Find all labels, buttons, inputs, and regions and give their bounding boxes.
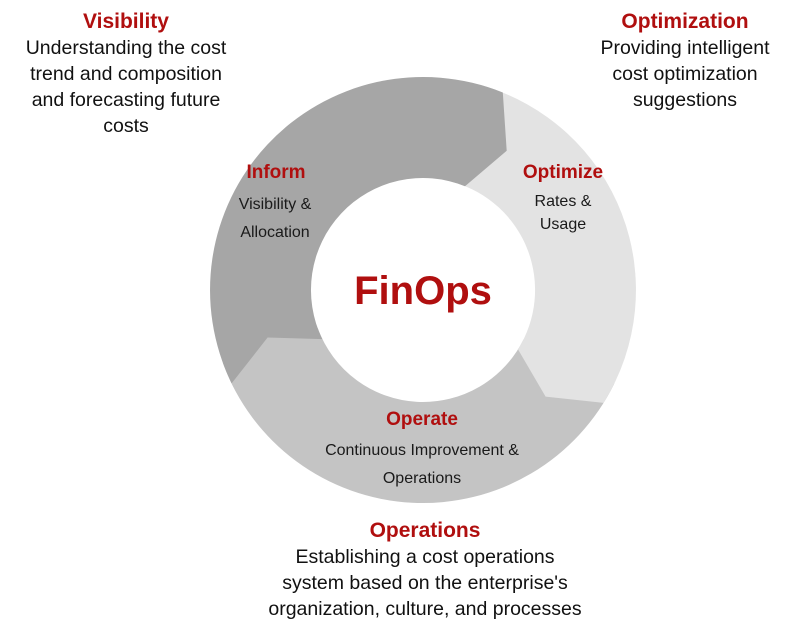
operations-title: Operations bbox=[369, 519, 481, 542]
visibility-line-1: Understanding the cost bbox=[25, 37, 227, 59]
optimization-callout: Optimization Providing intelligent cost … bbox=[560, 9, 810, 113]
optimization-line-1: Providing intelligent bbox=[600, 37, 770, 59]
optimization-line-2: cost optimization bbox=[612, 63, 758, 85]
operations-callout: Operations Establishing a cost operation… bbox=[225, 518, 625, 622]
visibility-line-3: and forecasting future bbox=[31, 89, 221, 111]
optimize-segment bbox=[453, 85, 636, 403]
operations-line-1: Establishing a cost operations bbox=[295, 546, 555, 568]
visibility-line-2: trend and composition bbox=[30, 63, 222, 85]
optimize-sub-2: Usage bbox=[540, 216, 586, 233]
operate-sub-2: Operations bbox=[383, 470, 461, 487]
optimization-title: Optimization bbox=[621, 10, 749, 33]
operations-line-3: organization, culture, and processes bbox=[268, 598, 582, 620]
inform-sub-2: Allocation bbox=[240, 224, 309, 241]
center-title: FinOps bbox=[354, 269, 492, 313]
operate-title: Operate bbox=[386, 409, 458, 430]
optimize-title: Optimize bbox=[523, 162, 603, 183]
visibility-title: Visibility bbox=[83, 10, 169, 33]
inform-segment bbox=[210, 76, 507, 384]
inform-sub-1: Visibility & bbox=[239, 196, 312, 213]
inform-title: Inform bbox=[246, 162, 305, 183]
operate-segment bbox=[222, 321, 615, 504]
visibility-line-4: costs bbox=[103, 115, 149, 137]
operate-sub-1: Continuous Improvement & bbox=[325, 442, 519, 459]
visibility-callout: Visibility Understanding the cost trend … bbox=[0, 9, 252, 139]
optimization-line-3: suggestions bbox=[632, 89, 738, 111]
optimize-sub-1: Rates & bbox=[535, 193, 592, 210]
operations-line-2: system based on the enterprise's bbox=[282, 572, 568, 594]
